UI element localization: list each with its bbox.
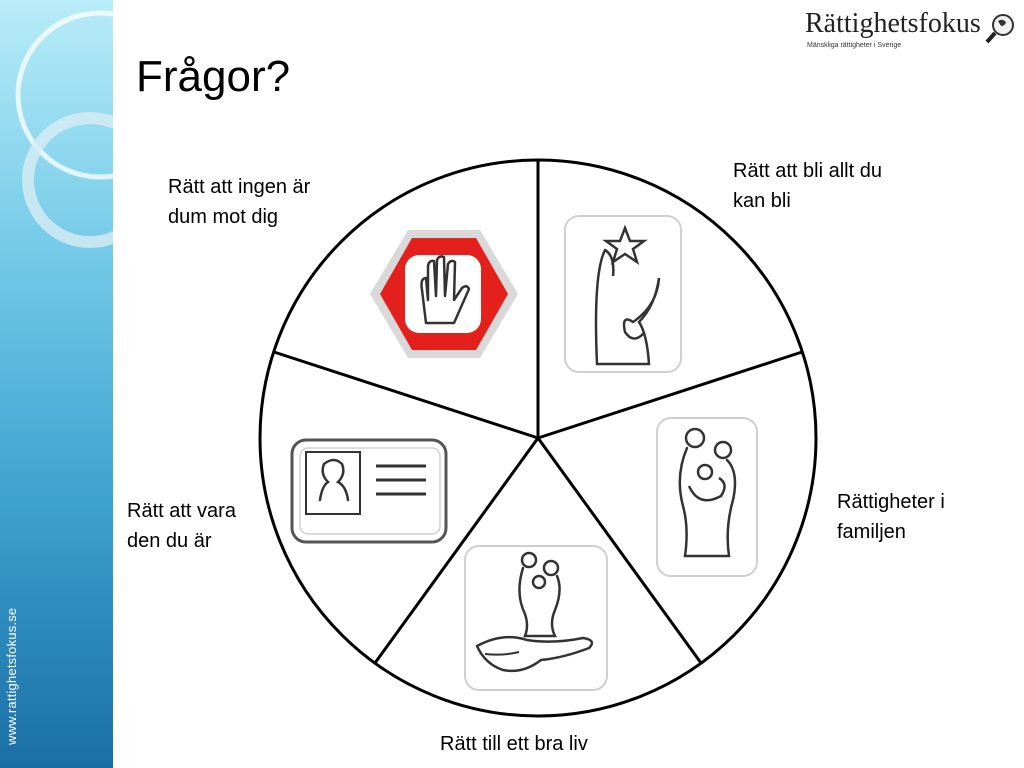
logo-name: Rättighetsfokus [805,8,981,39]
star-figure-icon [564,215,682,373]
label-line: kan bli [733,190,791,212]
id-card-icon [290,438,448,544]
label-no-one-mean: Rätt att ingen är dum mot dig [168,172,310,232]
label-line: dum mot dig [168,206,279,228]
stop-hand-icon [370,230,518,358]
label-good-life: Rätt till ett bra liv [440,729,588,759]
divider-line [373,437,540,664]
label-line: Rätt att vara [127,500,236,522]
family-figure-icon [656,417,758,577]
sidebar: www.rattighetsfokus.se [0,0,113,768]
label-line: den du är [127,530,212,552]
label-line: Rätt att ingen är [168,176,311,198]
label-become-all: Rätt att bli allt du kan bli [733,156,882,216]
label-be-yourself: Rätt att vara den du är [127,496,236,556]
sidebar-rings [15,10,113,248]
logo-tagline: Mänskliga rättigheter i Sverige [807,42,902,49]
label-line: familjen [837,521,906,543]
label-family-rights: Rättigheter i familjen [837,487,945,547]
logo: Rättighetsfokus Mänskliga rättigheter i … [800,8,1020,54]
divider-line [273,350,539,440]
divider-line [536,437,703,664]
label-line: Rättigheter i [837,491,945,513]
divider-line [537,350,803,440]
magnifier-globe-icon [985,14,1014,44]
hand-holding-family-icon [464,545,608,691]
label-line: Rätt till ett bra liv [440,733,588,755]
label-line: Rätt att bli allt du [733,160,882,182]
page-title: Frågor? [136,52,291,101]
